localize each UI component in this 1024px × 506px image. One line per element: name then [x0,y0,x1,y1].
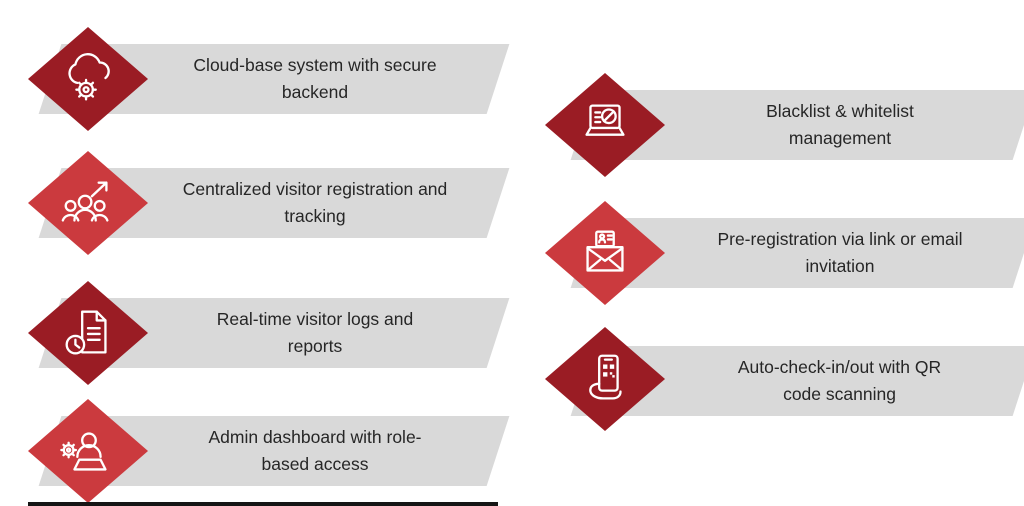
feature-label: Centralized visitor registration and tra… [182,179,448,226]
feature-diamond [28,281,148,385]
bottom-crop-line [28,502,498,506]
feature-diamond [545,201,665,305]
feature-label: Real-time visitor logs and reports [216,309,414,356]
cloud-gear-icon [68,53,110,101]
feature-diamond [28,151,148,255]
blacklist-icon [585,104,625,136]
visitor-registration-icon [61,181,109,222]
feature-label: Admin dashboard with role-based access [208,427,422,474]
feature-label: Cloud-base system with secure backend [193,55,437,102]
feature-diamond [28,399,148,503]
feature-label: Auto-check-in/out with QR code scanning [737,357,942,404]
email-invitation-icon [586,230,624,272]
qr-scan-icon [589,354,622,400]
feature-diamond [28,27,148,131]
logs-report-icon [65,310,107,355]
feature-label: Blacklist & whitelist management [766,101,914,148]
feature-label: Pre-registration via link or email invit… [717,229,963,276]
feature-diamond [545,73,665,177]
admin-dashboard-icon [60,432,107,471]
